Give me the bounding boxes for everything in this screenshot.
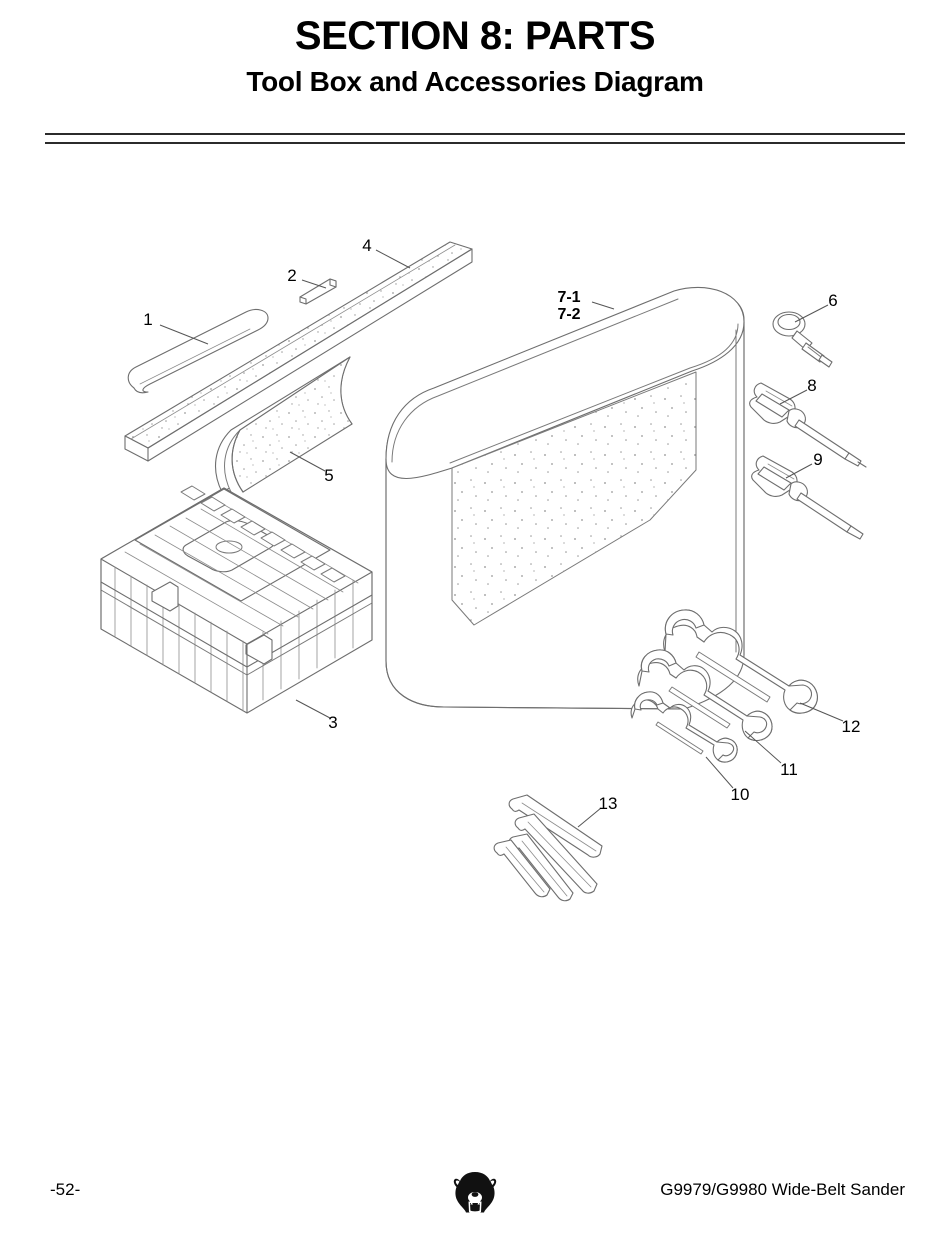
callout-label-8: 8 [807,376,816,395]
part-flat-screwdriver [751,455,864,540]
callout-leader-lines [159,249,844,828]
page-number: -52- [50,1180,81,1199]
page-header: SECTION 8: PARTS Tool Box and Accessorie… [0,0,950,96]
header-divider-bottom [45,142,905,144]
callout-labels: 1 2 3 4 5 6 7-1 7-2 8 9 10 11 12 13 [143,236,860,813]
part-open-end-wrench-medium [637,649,773,741]
callout-label-9: 9 [813,450,822,469]
header-divider-top [45,133,905,135]
part-stepped-pin [299,278,337,305]
part-phillips-screwdriver [749,382,867,468]
grizzly-bear-logo-icon [453,1172,497,1214]
callout-label-4: 4 [362,236,371,255]
callout-label-6: 6 [828,291,837,310]
part-hex-key-set [493,794,603,902]
callout-label-1: 1 [143,310,152,329]
part-sanding-belt [385,286,745,710]
part-open-end-wrench-large [663,609,818,714]
part-tool-box [100,485,373,714]
part-sanding-pad-bar [124,241,473,462]
callout-label-2: 2 [287,266,296,285]
callout-label-10: 10 [731,785,750,804]
part-ring-handle-pin-tool [772,311,833,368]
part-open-end-wrench-small [630,691,738,763]
page-title: SECTION 8: PARTS [294,14,656,58]
diagram-subtitle: Tool Box and Accessories Diagram [246,66,704,97]
page-footer: -52- G9979/G9980 Wide-Belt Sander [0,1172,950,1240]
callout-label-5: 5 [324,466,333,485]
part-hook-rod [127,309,269,394]
callout-label-7-2: 7-2 [557,306,580,323]
callout-label-11: 11 [780,760,798,779]
callout-label-3: 3 [328,713,337,732]
callout-label-12: 12 [842,717,861,736]
part-graphite-platen-sleeve [215,356,353,493]
callout-label-13: 13 [599,794,618,813]
callout-label-7-1: 7-1 [557,289,580,306]
model-name: G9979/G9980 Wide-Belt Sander [660,1180,905,1199]
